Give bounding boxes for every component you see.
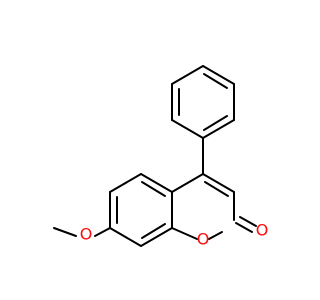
methoxy-oxygen-label: O (80, 225, 93, 244)
bond (171, 227, 198, 240)
bond (140, 227, 173, 247)
bond (208, 231, 223, 240)
structure-diagram: O O O (53, 65, 269, 249)
bond (109, 173, 142, 193)
molecule-canvas: O O O (53, 65, 269, 249)
bond (202, 173, 235, 193)
double-bond (239, 216, 257, 227)
double-bond-inner (141, 223, 166, 239)
pyrone-ring (171, 173, 235, 240)
bond (202, 119, 235, 139)
bond (171, 119, 204, 139)
bond (202, 65, 235, 85)
double-bond-inner (141, 181, 166, 197)
bond (109, 227, 142, 247)
bond (94, 227, 111, 237)
bond (171, 173, 204, 193)
benzo-ring (109, 173, 173, 247)
phenyl-ring (171, 65, 235, 139)
double-bond-inner (203, 73, 228, 89)
double-bond-inner (204, 181, 229, 197)
carbonyl-oxygen-label: O (256, 221, 269, 240)
bond (140, 173, 173, 193)
double-bond-inner (203, 115, 228, 131)
double-bond (235, 222, 253, 233)
bond (171, 65, 204, 85)
ring-oxygen-label: O (197, 230, 210, 249)
bond (53, 227, 77, 237)
